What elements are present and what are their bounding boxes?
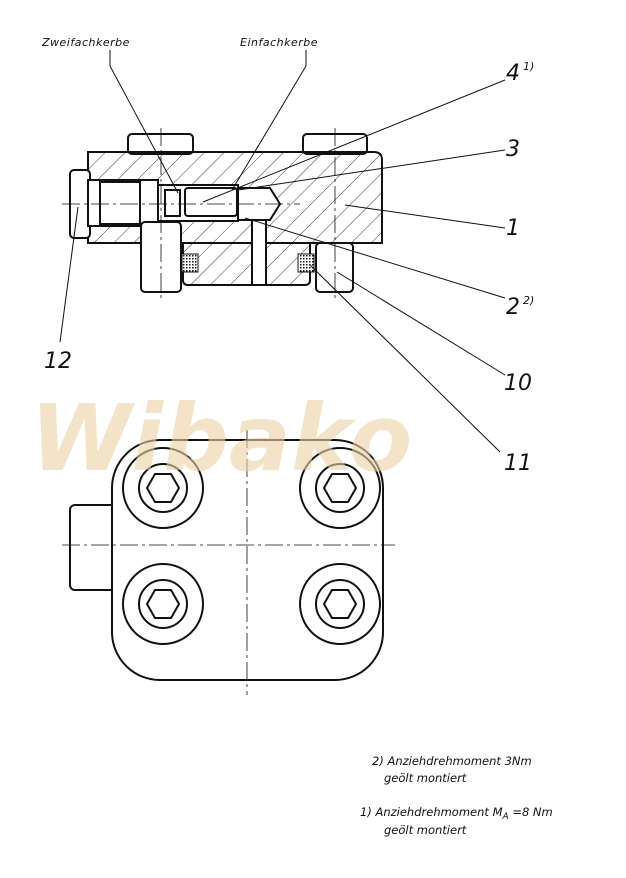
note-2-line1: 2) Anziehdrehmoment 3Nm bbox=[372, 754, 532, 768]
stud-right bbox=[315, 242, 354, 293]
bolt bbox=[122, 447, 204, 529]
note-1-line1: 1) Anziehdrehmoment MA =8 Nm bbox=[360, 805, 553, 822]
o-ring-right bbox=[297, 253, 315, 273]
bolt bbox=[122, 563, 204, 645]
bolt bbox=[299, 563, 381, 645]
bolt bbox=[299, 447, 381, 529]
part-number-12: 12 bbox=[44, 349, 72, 374]
section-view bbox=[69, 133, 383, 293]
note-1-line2: geölt montiert bbox=[384, 823, 467, 837]
valve-seat bbox=[164, 189, 181, 217]
plan-view bbox=[69, 439, 384, 681]
centerlines-section bbox=[62, 128, 336, 300]
passage bbox=[251, 219, 267, 286]
plug-tab bbox=[69, 504, 117, 591]
part-number-11: 11 bbox=[504, 451, 532, 476]
part-number-10: 10 bbox=[504, 371, 532, 396]
part-number-3: 3 bbox=[506, 137, 520, 162]
leader-lines bbox=[59, 50, 506, 453]
notes: 2) Anziehdrehmoment 3Nm geölt montiert 1… bbox=[360, 754, 553, 837]
valve-piston bbox=[184, 187, 238, 217]
centerlines-plan bbox=[62, 430, 395, 695]
part-number-1: 1 bbox=[506, 216, 520, 241]
lower-boss bbox=[182, 242, 311, 286]
note-2-line2: geölt montiert bbox=[384, 771, 467, 785]
label-einfachkerbe: Einfachkerbe bbox=[240, 36, 318, 49]
label-zweifachkerbe: Zweifachkerbe bbox=[41, 36, 130, 49]
plug-thread bbox=[99, 181, 141, 225]
o-ring-left bbox=[181, 253, 199, 273]
